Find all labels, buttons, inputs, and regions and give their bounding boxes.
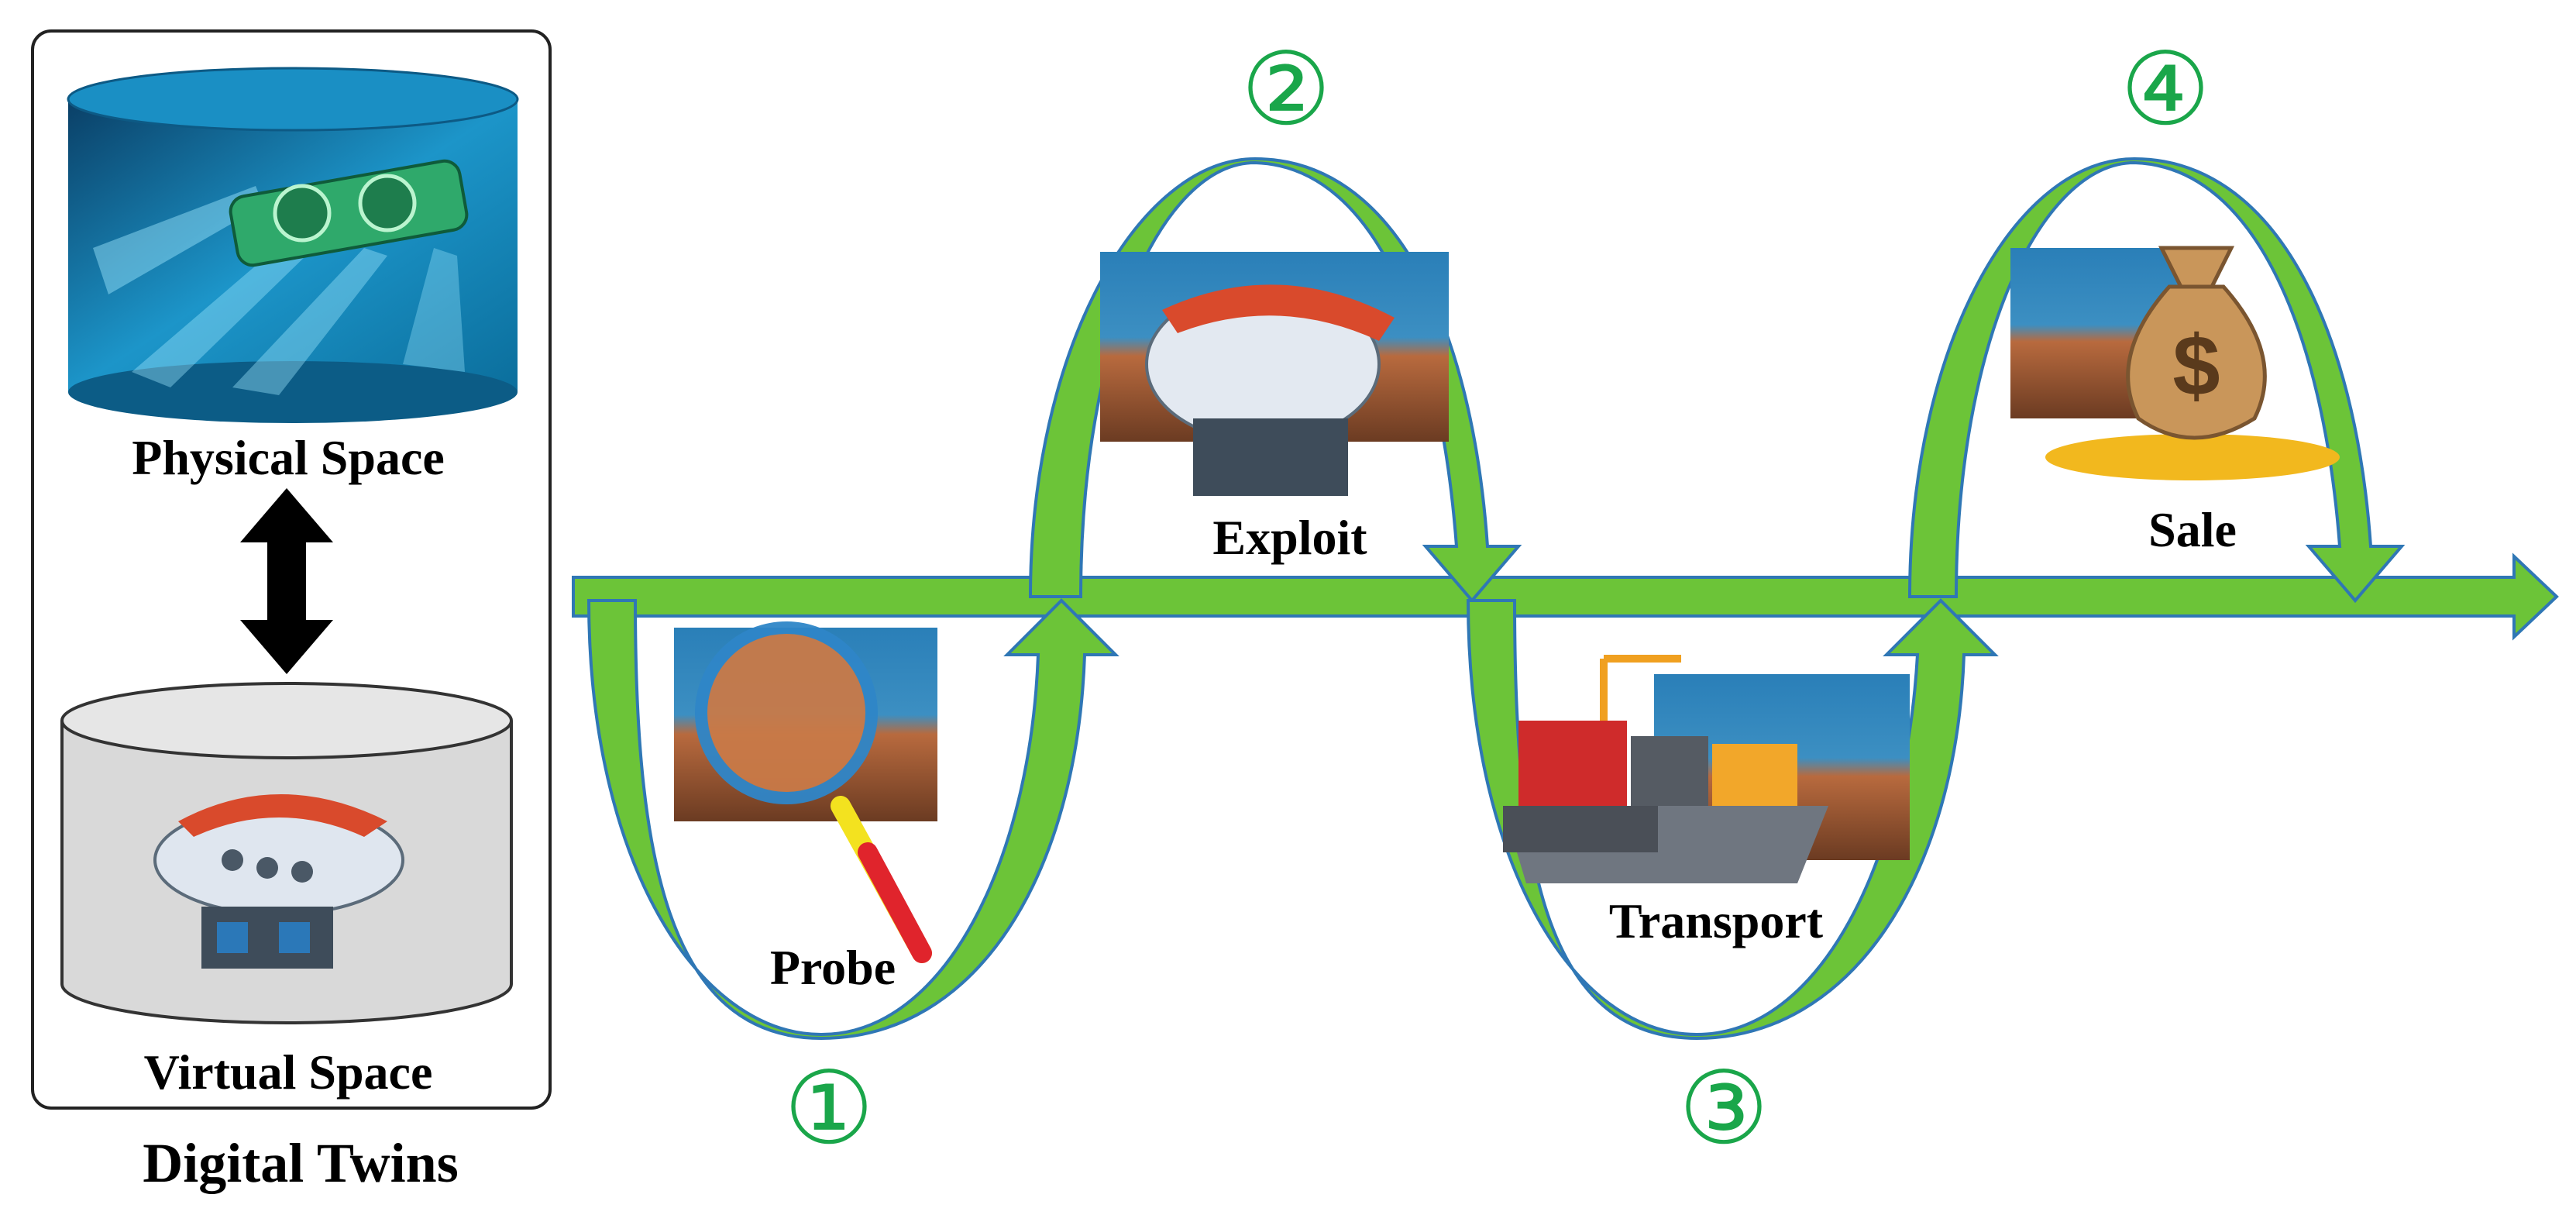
stage-number-1: ① xyxy=(784,1052,875,1165)
loop-sale-arrow xyxy=(1907,157,2406,604)
loop-probe-arrow xyxy=(586,598,1119,1041)
timeline-arrow xyxy=(572,552,2559,641)
stage-number-3: ③ xyxy=(1679,1052,1769,1165)
stage-number-4: ④ xyxy=(2120,33,2211,146)
process-flow xyxy=(572,157,2559,1041)
physical-space-label: Physical Space xyxy=(132,430,445,485)
svg-text:$: $ xyxy=(2172,318,2220,414)
stage-number-2: ② xyxy=(1241,33,1332,146)
submersible-coral-icon xyxy=(1100,252,1449,496)
submersible-model-icon xyxy=(153,794,404,969)
stage-label-transport: Transport xyxy=(1609,893,1824,948)
sync-double-arrow-icon xyxy=(240,488,333,674)
cargo-ship-icon xyxy=(1503,655,1910,883)
loop-transport-arrow xyxy=(1466,598,1999,1041)
stage-label-probe: Probe xyxy=(770,940,896,995)
virtual-space-label: Virtual Space xyxy=(144,1045,433,1100)
underwater-rov-photo-icon xyxy=(67,67,519,423)
money-bag-icon: $ xyxy=(2010,246,2340,480)
stage-label-exploit: Exploit xyxy=(1212,510,1367,565)
digital-twins-caption: Digital Twins xyxy=(143,1132,458,1194)
stage-label-sale: Sale xyxy=(2148,502,2237,557)
magnifier-coral-icon xyxy=(674,621,937,963)
digital-twins-panel: Physical Space Virtual Space Digital Twi… xyxy=(31,29,552,1194)
